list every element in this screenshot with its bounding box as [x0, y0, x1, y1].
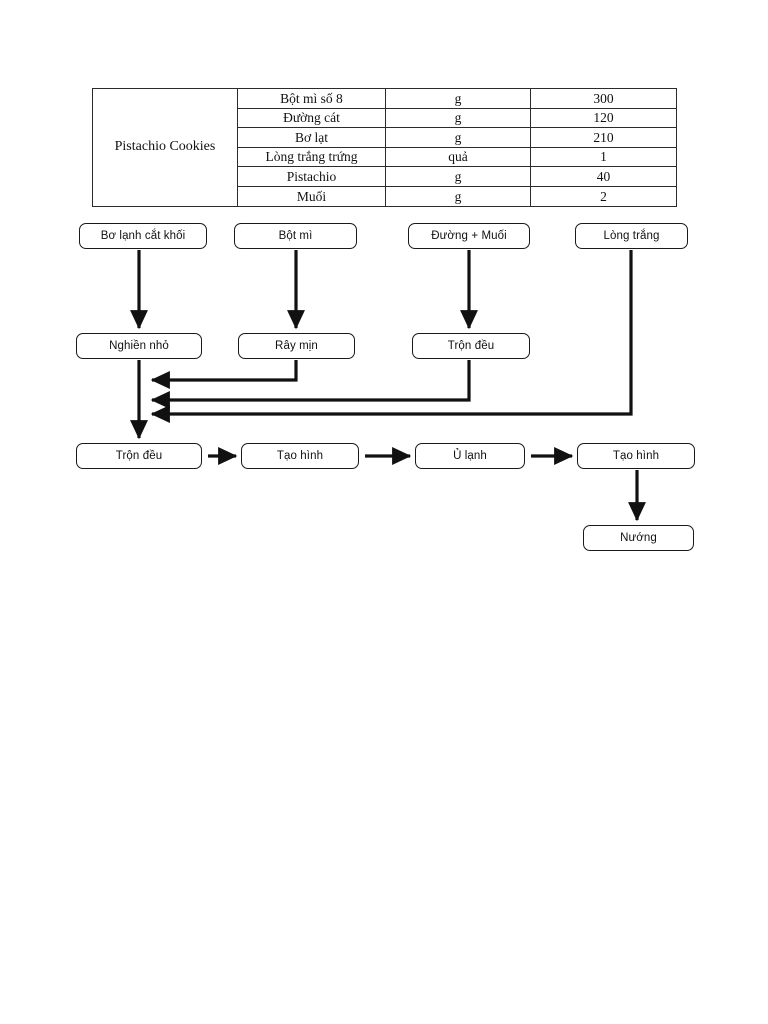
quantity-cell: 210: [530, 127, 677, 148]
flow-node-label: Ủ lạnh: [453, 450, 487, 462]
flow-node-tron-deu-2[interactable]: Trộn đều: [76, 443, 202, 469]
flow-node-tao-hinh-2[interactable]: Tạo hình: [577, 443, 695, 469]
recipe-name-cell: Pistachio Cookies: [92, 88, 238, 207]
flow-node-ray-min[interactable]: Rây mịn: [238, 333, 355, 359]
unit-cell: g: [385, 107, 531, 129]
flow-node-label: Trộn đều: [115, 450, 163, 462]
ingredient-cell: Lòng trắng trứng: [237, 146, 386, 168]
flow-node-tao-hinh-1[interactable]: Tạo hình: [241, 443, 359, 469]
flow-node-label: Tạo hình: [276, 450, 324, 462]
flow-node-label: Bơ lạnh cắt khối: [100, 230, 186, 242]
unit-cell: quả: [385, 146, 531, 168]
unit-cell: g: [385, 185, 531, 207]
recipe-table-body: Pistachio Cookies Bột mì số 8 g 300 Đườn…: [92, 88, 677, 207]
flow-node-label: Tạo hình: [612, 450, 660, 462]
ingredient-cell: Muối: [237, 185, 386, 207]
table-row: Đường cát g 120: [93, 107, 677, 129]
unit-cell: g: [385, 88, 531, 109]
unit-cell: g: [385, 166, 531, 187]
ingredient-cell: Bột mì số 8: [237, 88, 386, 109]
flow-node-duong-muoi[interactable]: Đường + Muối: [408, 223, 530, 249]
edge-ray-min-to-tron-deu: [150, 360, 298, 389]
quantity-cell: 300: [530, 88, 677, 109]
ingredient-cell: Pistachio: [237, 166, 386, 187]
flow-node-label: Trộn đều: [447, 340, 495, 352]
flow-node-label: Bột mì: [278, 230, 313, 242]
quantity-cell: 120: [530, 107, 677, 129]
quantity-cell: 2: [530, 185, 677, 207]
quantity-cell: 40: [530, 166, 677, 187]
unit-cell: g: [385, 127, 531, 148]
flow-node-label: Nghiền nhỏ: [109, 340, 169, 352]
quantity-cell: 1: [530, 146, 677, 168]
edge-long-trang-to-tron-deu: [150, 250, 633, 423]
ingredient-cell: Bơ lạt: [237, 127, 386, 148]
table-row: Muối g 2: [93, 185, 677, 207]
flow-node-label: Rây mịn: [275, 340, 318, 352]
flow-node-long-trang[interactable]: Lòng trắng: [575, 223, 688, 249]
flow-node-nghien-nho[interactable]: Nghiền nhỏ: [76, 333, 202, 359]
ingredient-cell: Đường cát: [237, 107, 386, 129]
flow-node-label: Đường + Muối: [431, 230, 507, 242]
flow-node-u-lanh[interactable]: Ủ lạnh: [415, 443, 525, 469]
flow-node-tron-deu-1[interactable]: Trộn đều: [412, 333, 530, 359]
flow-node-label: Lòng trắng: [603, 230, 660, 242]
edge-tron-deu-1-to-tron-deu-2: [150, 360, 471, 409]
table-row: Pistachio Cookies Bột mì số 8 g 300: [92, 88, 677, 207]
flow-node-nuong[interactable]: Nướng: [583, 525, 694, 551]
recipe-ingredients-table: Pistachio Cookies Bột mì số 8 g 300 Đườn…: [92, 88, 677, 207]
flow-node-label: Nướng: [620, 532, 657, 544]
flow-node-bot-mi[interactable]: Bột mì: [234, 223, 357, 249]
flow-node-bo-lanh-cat-khoi[interactable]: Bơ lạnh cắt khối: [79, 223, 207, 249]
